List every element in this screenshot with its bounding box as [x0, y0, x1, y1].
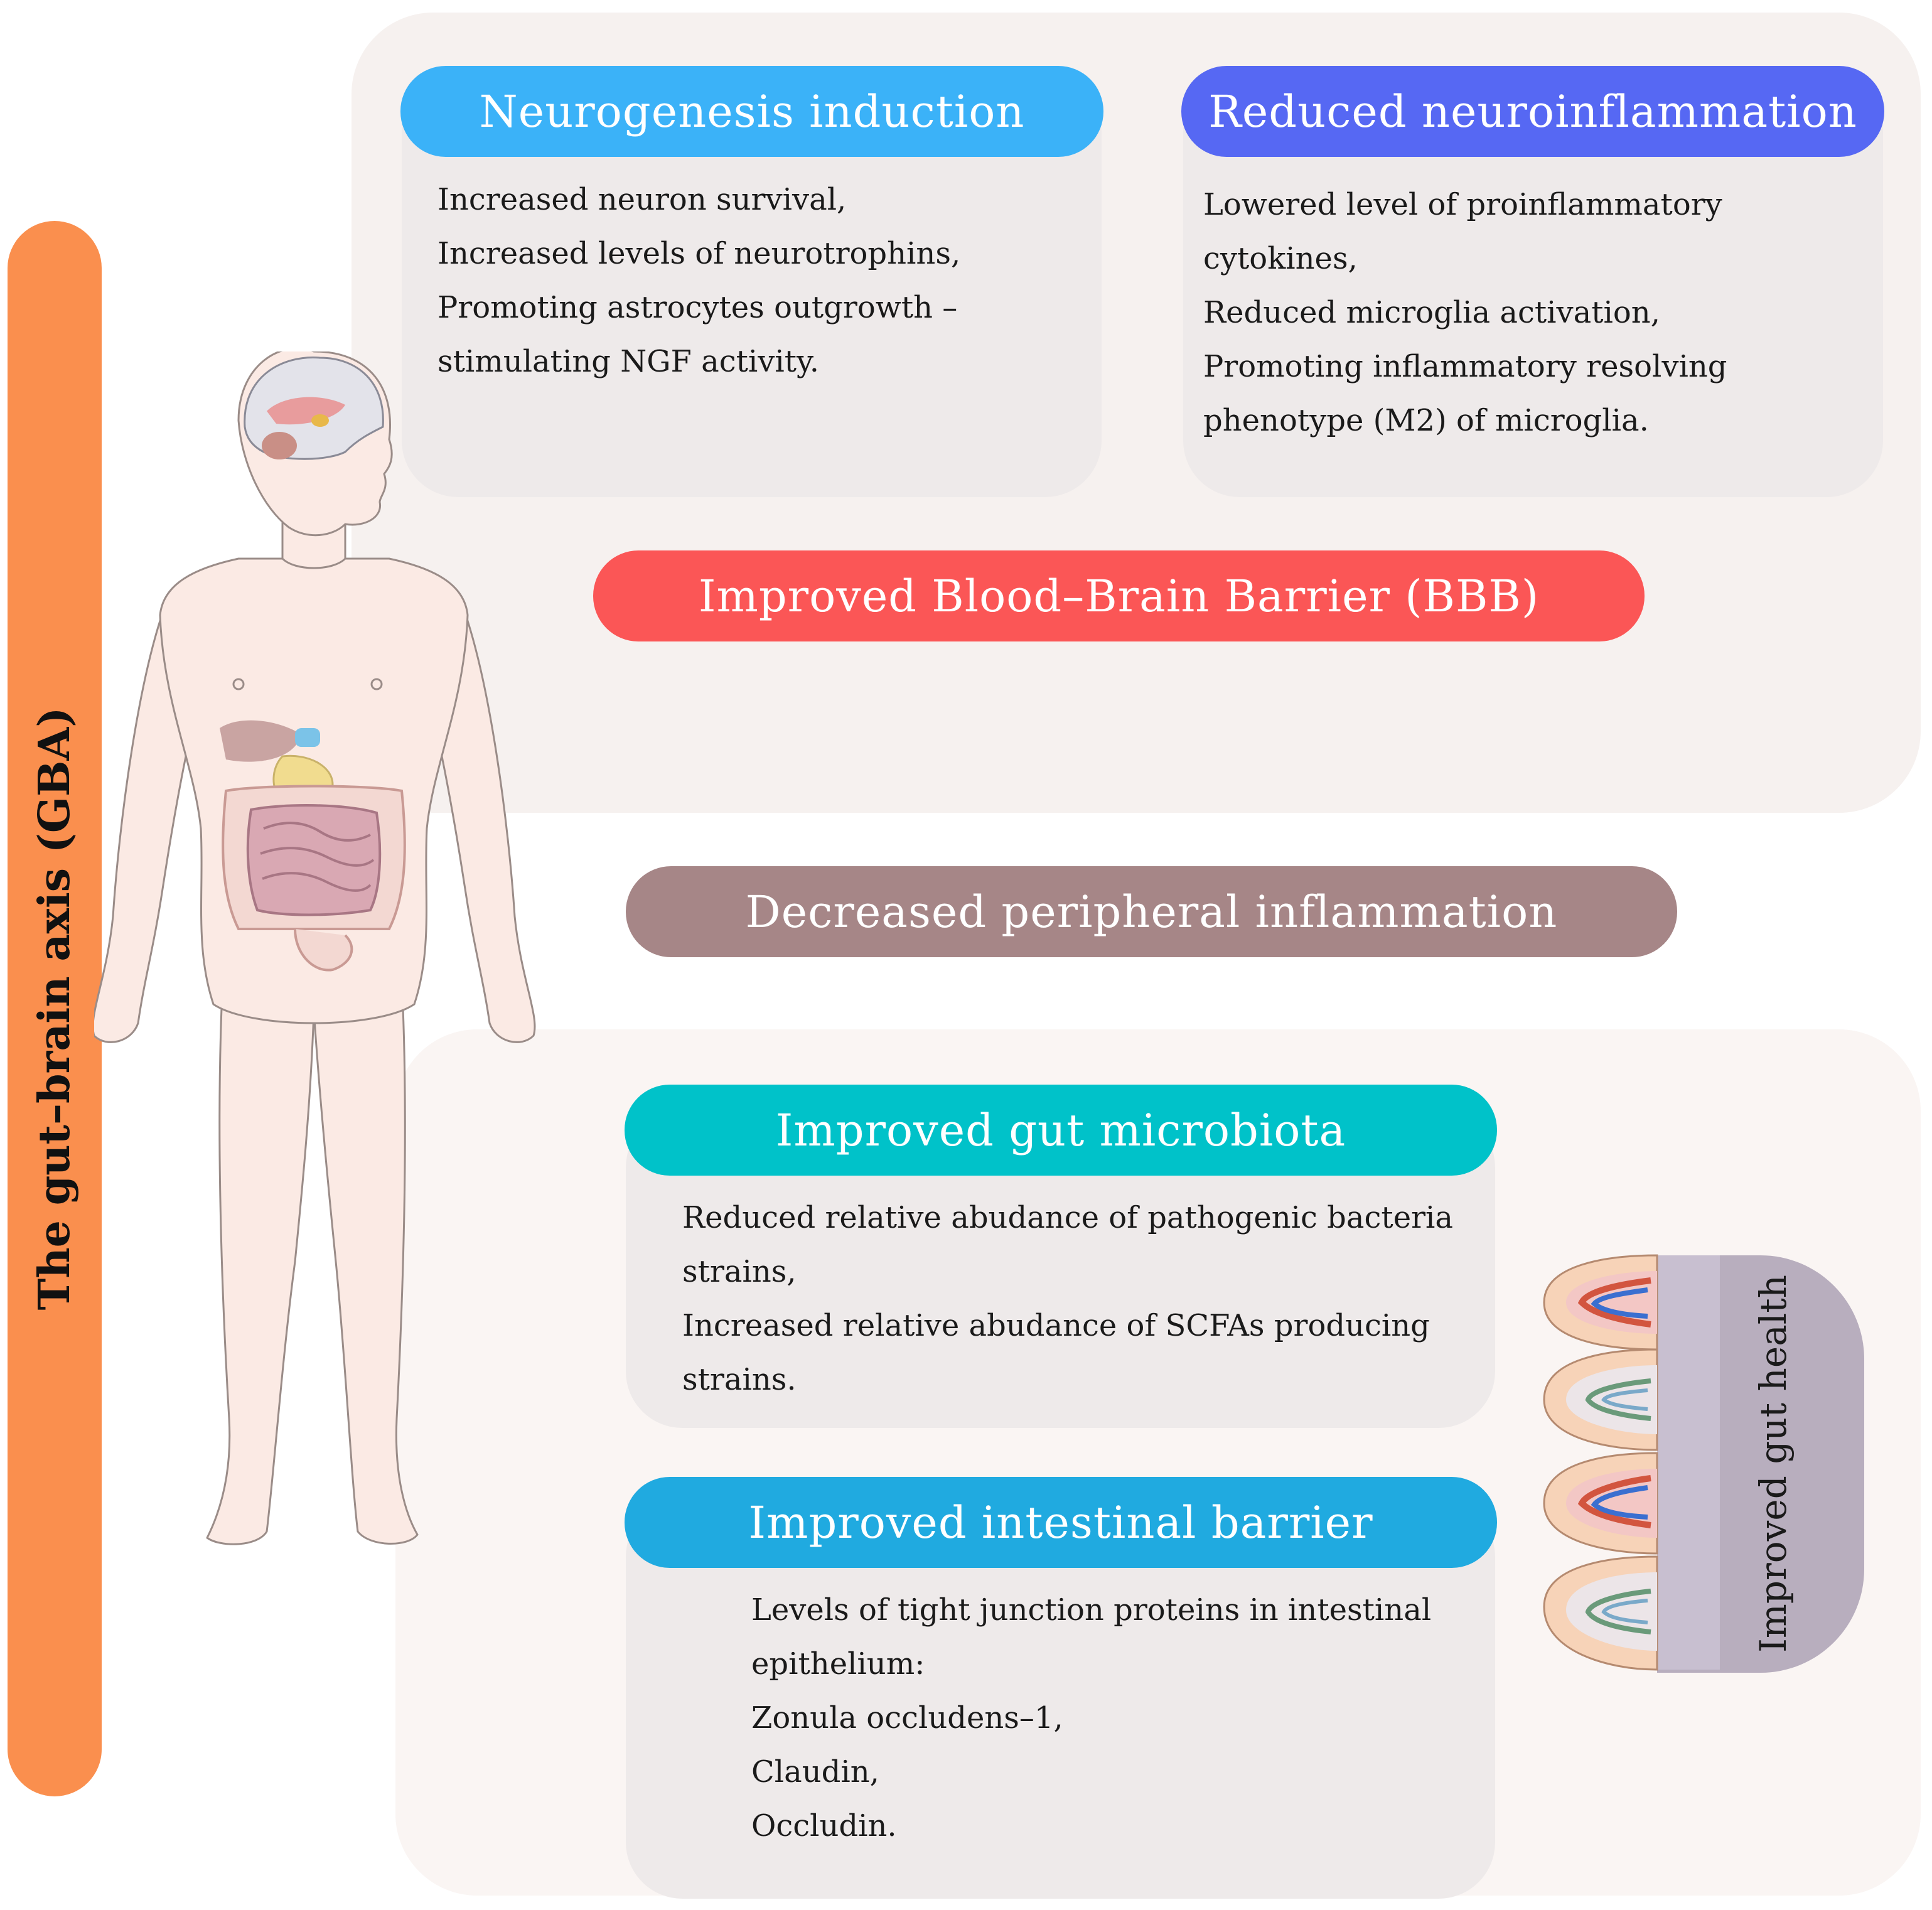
human-body-illustration [94, 351, 536, 1545]
neuroinflammation-line: phenotype (M2) of microglia. [1203, 403, 1649, 438]
neurogenesis-title: Neurogenesis induction [400, 66, 1103, 157]
microbiota-line: strains. [682, 1362, 797, 1397]
gba-axis-bar [8, 221, 102, 1796]
gba-axis-label: The gut–brain axis (GBA) [30, 707, 80, 1311]
intestinal-barrier-title: Improved intestinal barrier [625, 1477, 1497, 1568]
microbiota-line: Increased relative abudance of SCFAs pro… [682, 1308, 1430, 1343]
neurogenesis-line: Promoting astrocytes outgrowth – [437, 290, 958, 325]
neuroinflammation-title: Reduced neuroinflammation [1181, 66, 1884, 157]
neurogenesis-line: stimulating NGF activity. [437, 344, 820, 379]
neuroinflammation-text: Lowered level of proinflammatory cytokin… [1203, 178, 1727, 448]
peripheral-inflammation-pill: Decreased peripheral inflammation [626, 866, 1677, 957]
intestinal-barrier-line: Zonula occludens–1, [751, 1700, 1063, 1736]
microbiota-text: Reduced relative abudance of pathogenic … [682, 1191, 1453, 1407]
neuroinflammation-line: Promoting inflammatory resolving [1203, 349, 1727, 384]
intestinal-villi-illustration [1543, 1254, 1720, 1671]
microbiota-line: strains, [682, 1254, 797, 1289]
gut-health-label: Improved gut health [1752, 1274, 1795, 1653]
microbiota-line: Reduced relative abudance of pathogenic … [682, 1200, 1454, 1235]
neurogenesis-line: Increased neuron survival, [437, 182, 847, 217]
microbiota-title: Improved gut microbiota [625, 1085, 1497, 1176]
intestinal-barrier-line: Occludin. [751, 1808, 897, 1843]
neurogenesis-line: Increased levels of neurotrophins, [437, 236, 961, 271]
intestinal-barrier-line: Claudin, [751, 1754, 879, 1789]
neuroinflammation-line: Lowered level of proinflammatory [1203, 187, 1722, 222]
neuroinflammation-line: cytokines, [1203, 241, 1358, 276]
intestinal-barrier-line: epithelium: [751, 1646, 925, 1682]
bbb-pill: Improved Blood–Brain Barrier (BBB) [593, 550, 1645, 641]
neurogenesis-text: Increased neuron survival, Increased lev… [437, 173, 960, 389]
intestinal-barrier-text: Levels of tight junction proteins in int… [751, 1583, 1431, 1853]
neuroinflammation-line: Reduced microglia activation, [1203, 295, 1660, 330]
intestinal-barrier-line: Levels of tight junction proteins in int… [751, 1592, 1432, 1628]
